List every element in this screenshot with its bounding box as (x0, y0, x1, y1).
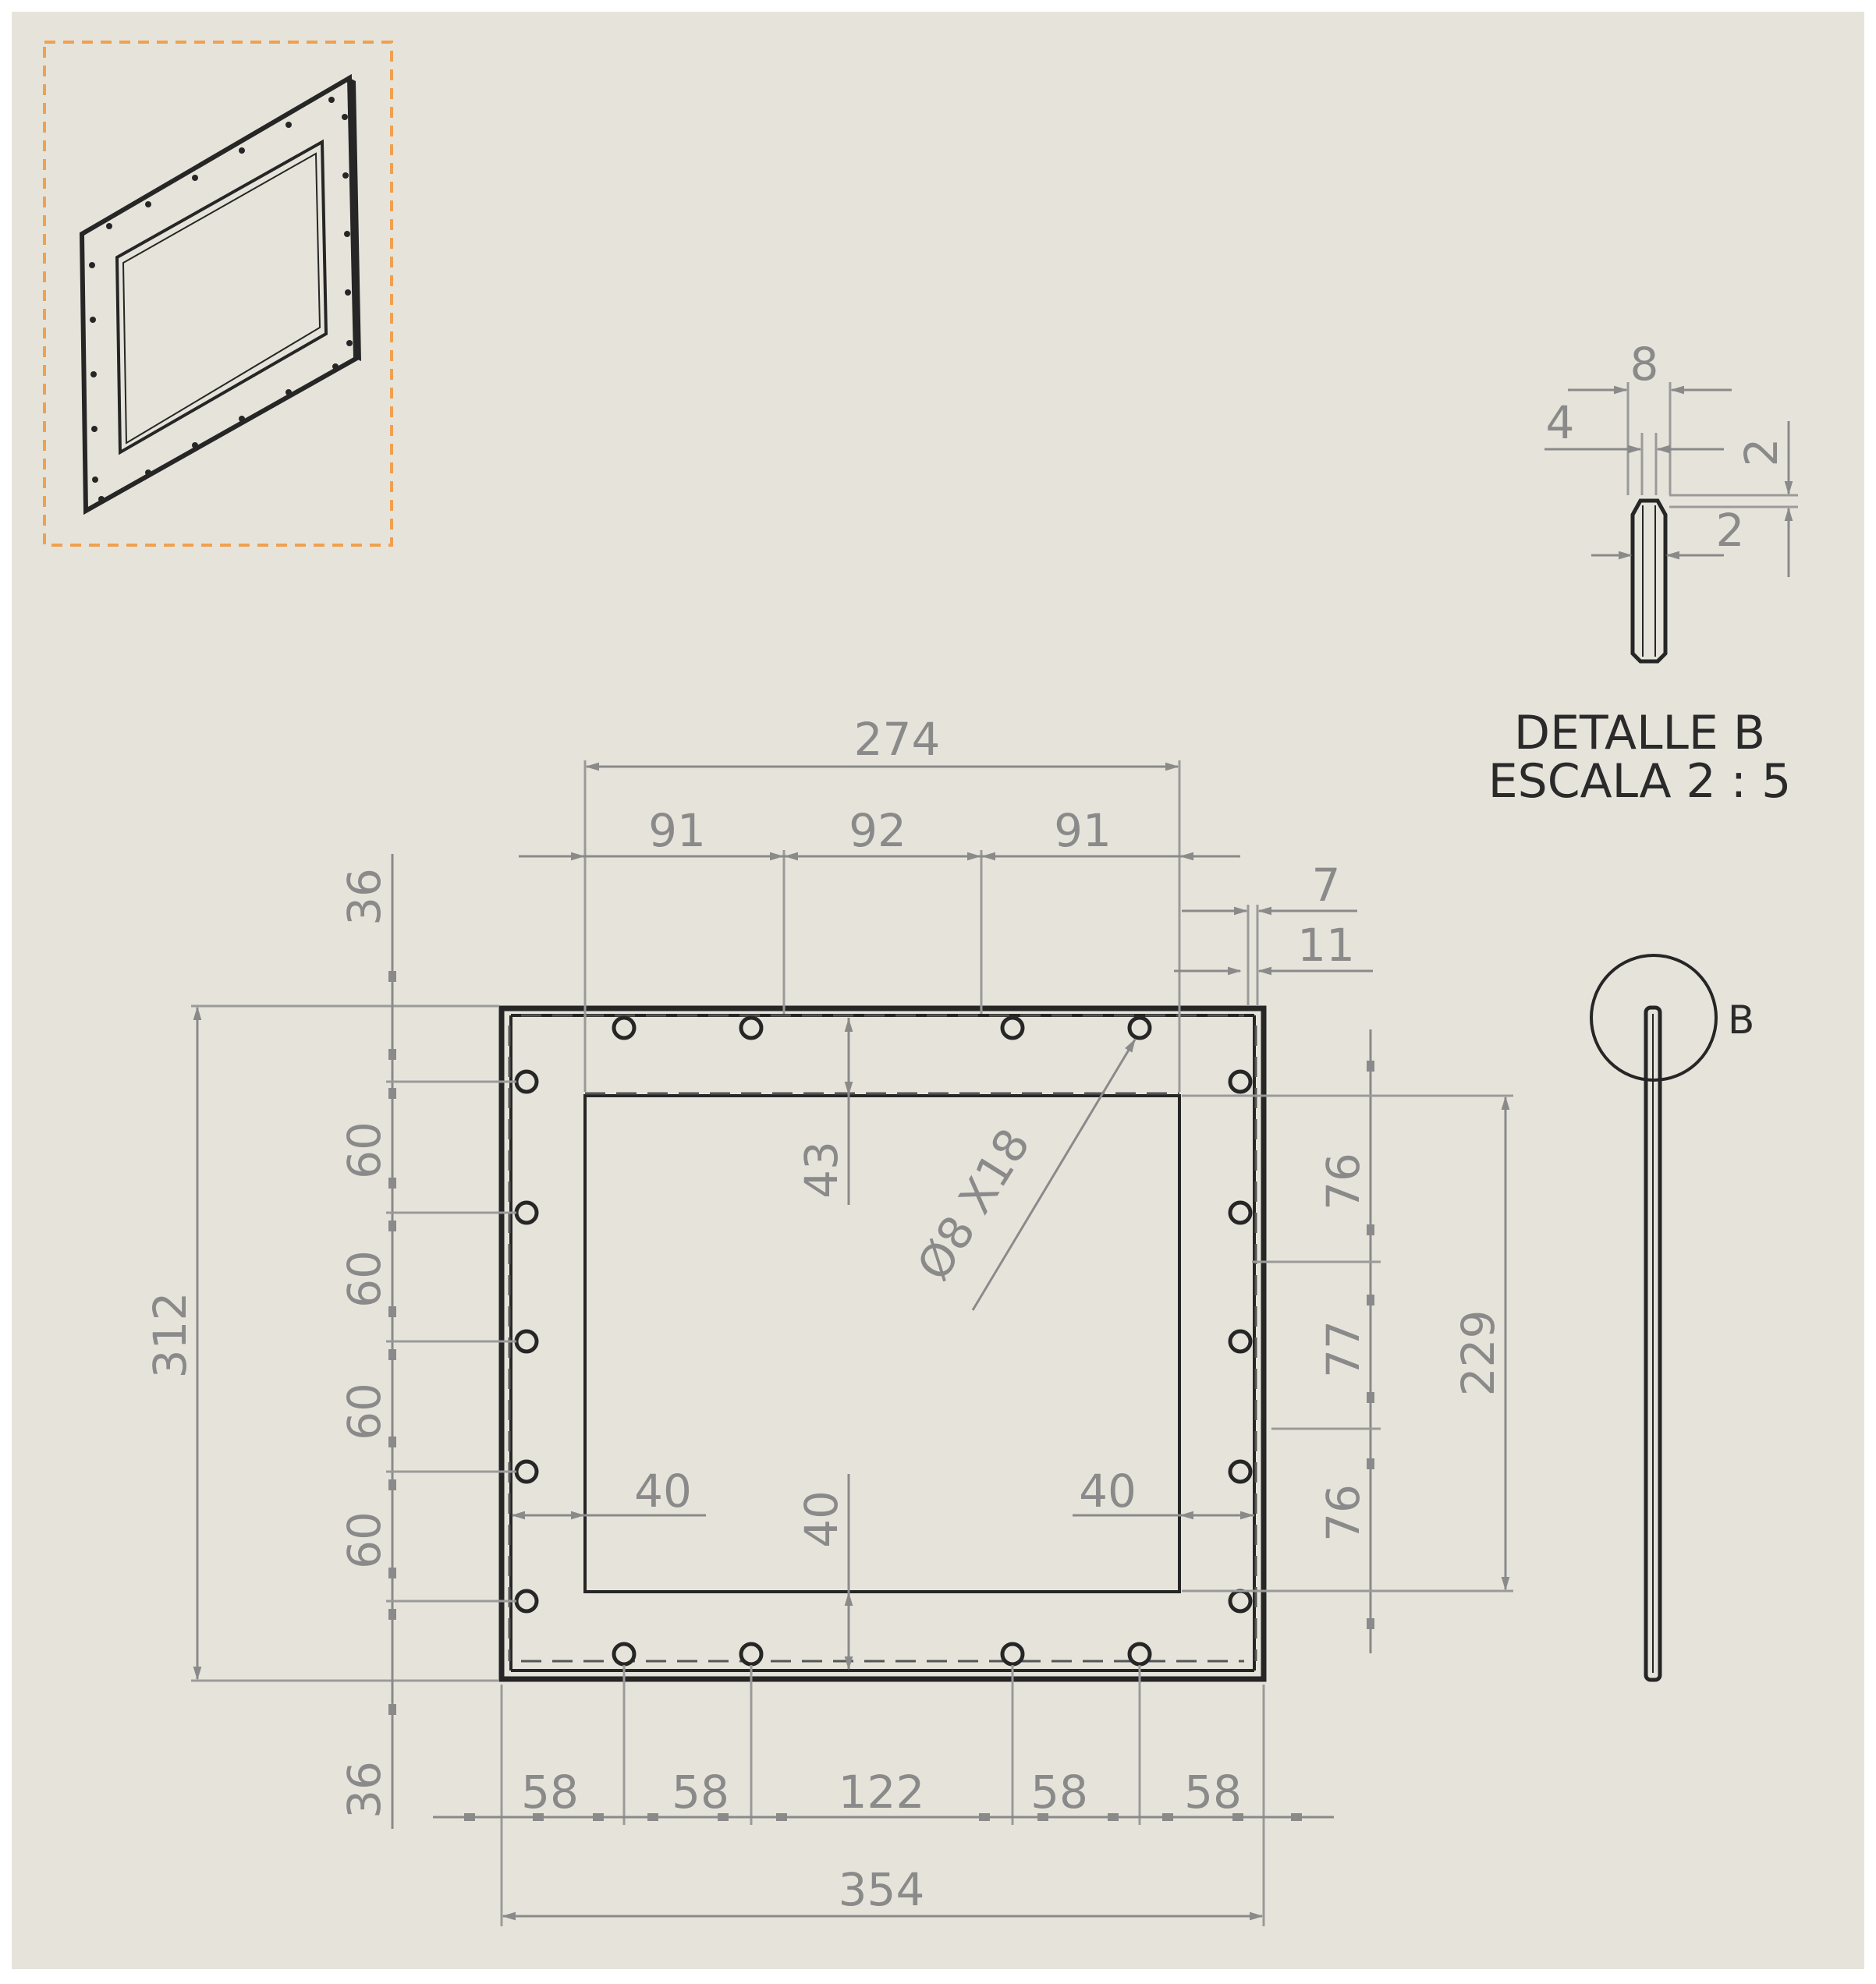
dim-bottom-spacing-4: 58 (1030, 1766, 1088, 1819)
dim-right-spacing-2: 77 (1317, 1320, 1370, 1378)
dim-bottom-spacing-5: 58 (1184, 1766, 1242, 1819)
isometric-opening (115, 139, 328, 455)
dim-left-spacing-3: 60 (338, 1383, 391, 1440)
dim-top-margin: 43 (795, 1141, 848, 1199)
plate-opening (583, 1094, 1181, 1593)
detail-dim-hole-depth: 2 (1716, 504, 1745, 557)
dim-top-spacing-2: 92 (849, 804, 906, 857)
hole (1228, 1589, 1253, 1614)
detail-dim-top-offset: 2 (1735, 438, 1788, 467)
dim-left-spacing-bottom: 36 (338, 1761, 391, 1819)
isometric-plate-edge (349, 78, 361, 361)
detail-title: DETALLE B (1514, 706, 1765, 760)
dim-opening-width: 274 (854, 713, 941, 766)
detail-part (1630, 498, 1668, 664)
hole (1228, 1459, 1253, 1484)
detail-b-view[interactable]: 8 4 2 2 DETALLE B ESCALA 2 : 5 (1488, 338, 1798, 809)
hole (612, 1015, 637, 1040)
dim-top-spacing-1: 91 (648, 804, 706, 857)
isometric-holes (89, 97, 353, 502)
dim-right-spacing-1: 76 (1317, 1153, 1370, 1210)
dim-left-spacing-1: 60 (338, 1121, 391, 1179)
dim-opening-height: 229 (1452, 1310, 1505, 1397)
hole (1000, 1015, 1025, 1040)
dim-left-spacing-4: 60 (338, 1511, 391, 1569)
dim-bottom-spacing-3: 122 (839, 1766, 925, 1819)
hole (739, 1015, 764, 1040)
side-plate (1644, 1005, 1662, 1682)
isometric-view-frame (43, 41, 393, 547)
hole (739, 1642, 764, 1667)
hole (514, 1069, 539, 1094)
detail-b-label: B (1728, 997, 1754, 1043)
dim-right-margin: 40 (1079, 1465, 1137, 1518)
detail-dim-width: 8 (1630, 338, 1659, 391)
detail-b-circle (1590, 954, 1718, 1082)
hole (514, 1329, 539, 1354)
hole (1228, 1329, 1253, 1354)
dim-bottom-margin: 40 (795, 1490, 848, 1548)
dim-left-spacing-2: 60 (338, 1250, 391, 1308)
dim-overall-width: 354 (839, 1863, 925, 1916)
detail-dim-hole-width: 4 (1546, 396, 1575, 449)
hole (514, 1589, 539, 1614)
dim-overall-height: 312 (144, 1292, 197, 1379)
dim-left-spacing-top: 36 (338, 868, 391, 926)
isometric-opening-inner (122, 152, 321, 445)
dim-hole-offset-large: 11 (1297, 919, 1355, 972)
dim-bottom-spacing-2: 58 (672, 1766, 729, 1819)
hole (514, 1459, 539, 1484)
plate-outline (498, 1005, 1267, 1682)
isometric-view[interactable] (43, 41, 393, 547)
dim-right-spacing-3: 76 (1317, 1484, 1370, 1542)
dim-top-spacing-3: 91 (1054, 804, 1112, 857)
hole (612, 1642, 637, 1667)
dim-left-margin: 40 (634, 1465, 692, 1518)
hole (1228, 1069, 1253, 1094)
side-view[interactable]: B (1590, 954, 1754, 1682)
hole (1000, 1642, 1025, 1667)
hole (1228, 1200, 1253, 1225)
hole (514, 1200, 539, 1225)
hole (1127, 1642, 1152, 1667)
detail-scale: ESCALA 2 : 5 (1488, 754, 1792, 809)
dim-bottom-spacing-1: 58 (521, 1766, 579, 1819)
dim-hole-offset-small: 7 (1312, 859, 1341, 912)
hole (1127, 1015, 1152, 1040)
